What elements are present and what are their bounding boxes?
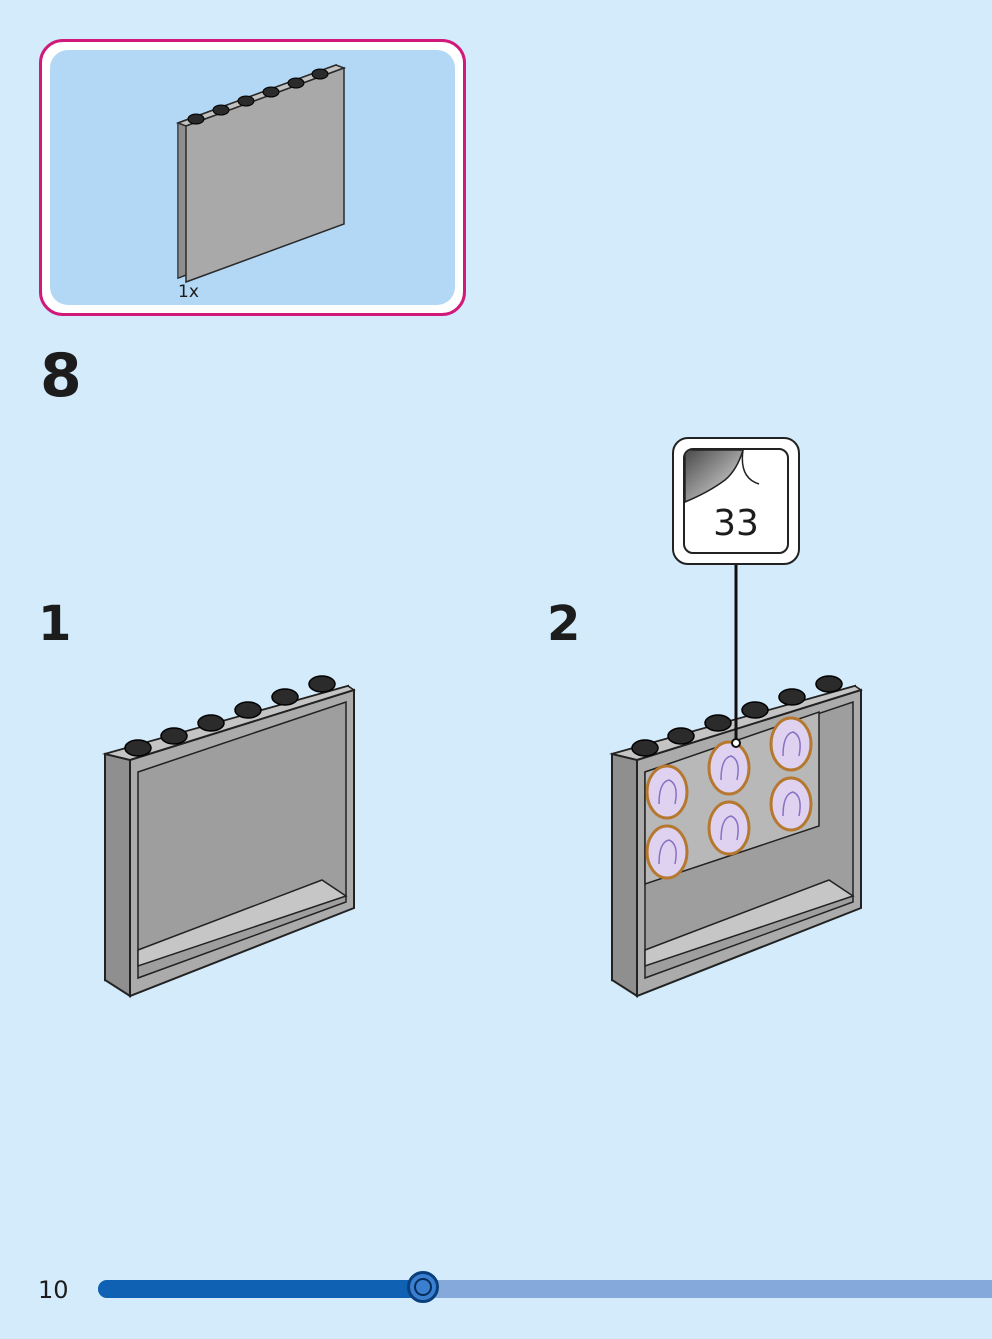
substep-2-number: 2 — [547, 596, 581, 652]
wall-panel-step-2 — [609, 675, 863, 998]
parts-callout-inner: 1x — [50, 50, 455, 305]
sticker-medallions — [645, 716, 813, 880]
substep-1-number: 1 — [38, 596, 72, 652]
progress-fill — [98, 1280, 425, 1298]
wall-panel-step-1 — [102, 675, 356, 998]
build-progress-bar — [98, 1271, 992, 1303]
main-step-number: 8 — [40, 341, 82, 411]
part-quantity: 1x — [178, 282, 199, 302]
parts-callout: 1x — [39, 39, 466, 316]
sticker-callout-inner: 33 — [683, 448, 789, 554]
sticker-callout: 33 — [672, 437, 800, 565]
sticker-number: 33 — [713, 503, 759, 544]
page-number: 10 — [38, 1276, 69, 1304]
progress-knob — [407, 1271, 440, 1303]
sticker-curl-icon — [685, 450, 760, 503]
wall-panel-part-icon — [175, 63, 347, 284]
sticker-pointer-line — [731, 562, 741, 748]
